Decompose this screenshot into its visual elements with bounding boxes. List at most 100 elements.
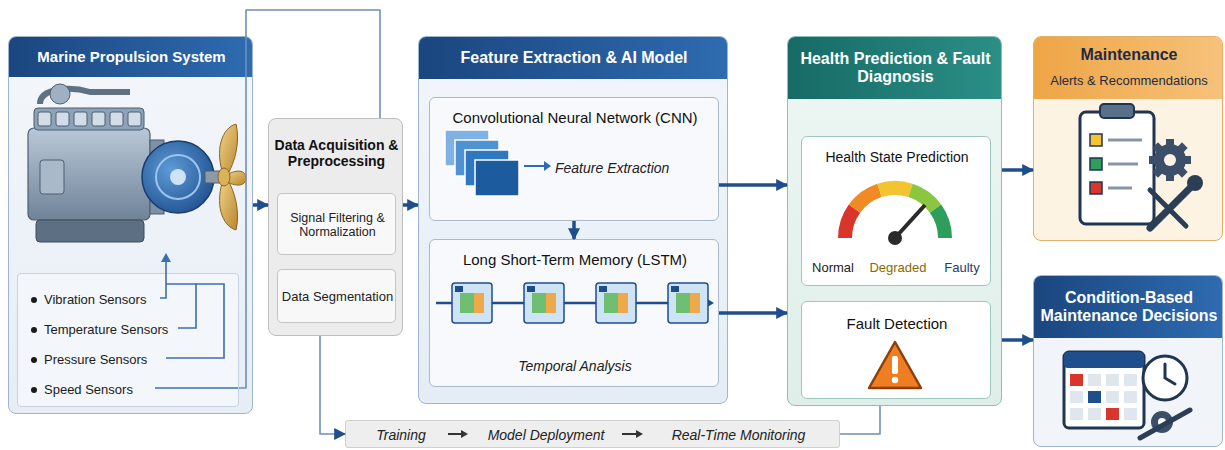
icon-rect <box>40 160 64 194</box>
icon-rect <box>524 283 564 323</box>
pipeline-arrows <box>448 430 643 438</box>
node-text: Long Short-Term Memory (LSTM) <box>430 248 720 272</box>
flow-arrow <box>403 203 418 207</box>
icon-rect <box>1080 112 1154 224</box>
icon-rect <box>1106 374 1119 386</box>
icon-circle <box>888 231 902 245</box>
icon-circle <box>50 84 70 104</box>
node-text: Data Acquisition & Preprocessing <box>273 127 400 179</box>
node-text: Degraded <box>862 257 934 279</box>
icon-path <box>855 190 880 208</box>
icon-line <box>524 165 544 167</box>
node-text: Convolutional Neural Network (CNN) <box>430 106 720 130</box>
icon-rect <box>1070 374 1083 386</box>
node-text: Speed Sensors <box>44 378 194 402</box>
health-gauge <box>845 188 945 245</box>
icon-path <box>161 253 171 262</box>
icon-polyline <box>160 258 166 298</box>
icon-rect <box>596 283 636 323</box>
icon-rect <box>92 112 105 126</box>
icon-rect <box>1166 139 1174 147</box>
icon-g <box>1149 139 1191 181</box>
icon-path <box>1150 190 1186 226</box>
icon-path <box>1165 364 1175 384</box>
node-text: Health State Prediction <box>802 145 992 169</box>
icon-rect <box>128 112 141 126</box>
icon-rect <box>892 356 898 374</box>
icon-circle <box>1187 175 1203 191</box>
icon-line <box>448 433 462 435</box>
icon-path <box>1150 186 1192 228</box>
bullet-dot <box>31 357 37 363</box>
icon-rect <box>599 286 607 292</box>
icon-circle <box>1164 154 1176 166</box>
node-text: Alerts & Recommendations <box>1034 68 1224 94</box>
bullet-dot <box>31 297 37 303</box>
icon-rect <box>460 293 474 313</box>
icon-rect <box>1090 158 1102 170</box>
icon-path <box>544 161 551 171</box>
icon-rect <box>676 293 690 313</box>
icon-rect <box>1090 134 1102 146</box>
process-box: Data Segmentation <box>277 269 396 323</box>
icon-rect <box>1106 391 1119 403</box>
node-text: Health Prediction & Fault Diagnosis <box>788 37 1003 99</box>
icon-rect <box>1124 391 1137 403</box>
icon-rect <box>1152 166 1163 177</box>
icon-rect <box>1088 374 1101 386</box>
icon-circle <box>1143 356 1187 400</box>
node-text: Data Segmentation <box>281 273 394 321</box>
icon-rect <box>1106 408 1119 420</box>
icon-rect <box>28 128 150 220</box>
flow-arrow <box>1002 168 1033 172</box>
sensor-list: Vibration SensorsTemperature SensorsPres… <box>17 273 239 407</box>
warning-icon <box>869 342 921 388</box>
node-text: Faulty <box>934 257 990 279</box>
icon-rect <box>604 293 618 313</box>
node-text: Condition-Based Maintenance Decisions <box>1034 276 1224 338</box>
model-panel: Feature Extraction & AI ModelConvolution… <box>418 36 728 404</box>
icon-ellipse <box>218 168 230 186</box>
icon-rect <box>671 286 679 292</box>
icon-rect <box>1124 408 1137 420</box>
icon-rect <box>1064 352 1144 368</box>
icon-rect <box>56 112 69 126</box>
icon-rect <box>1100 104 1134 118</box>
icon-g <box>452 283 708 323</box>
icon-rect <box>474 293 484 313</box>
engine-illustration <box>28 84 246 242</box>
node-text: Feature Extraction <box>555 156 715 180</box>
calendar-icon <box>1064 352 1190 438</box>
icon-rect <box>38 112 51 126</box>
icon-rect <box>1070 391 1083 403</box>
node-text: Temporal Analysis <box>430 354 720 378</box>
icon-rect <box>1064 352 1144 428</box>
icon-rect <box>110 112 123 126</box>
icon-line <box>1108 139 1142 142</box>
flow-arrow <box>239 10 380 388</box>
icon-circle <box>142 141 214 213</box>
icon-rect <box>527 286 535 292</box>
icon-rect <box>74 112 87 126</box>
icon-path <box>869 342 921 388</box>
icon-circle <box>156 155 200 199</box>
node-text: Vibration Sensors <box>44 288 194 312</box>
flow-arrow <box>320 336 345 434</box>
flow-arrow <box>719 183 787 187</box>
icon-rect <box>690 293 700 313</box>
clipboard-icon <box>1080 104 1203 228</box>
flow-arrow <box>253 203 268 207</box>
icon-rect <box>1090 182 1102 194</box>
flow-arrow <box>572 221 576 239</box>
icon-rect <box>618 293 628 313</box>
icon-polyline <box>155 387 238 389</box>
node-text: Training <box>356 421 446 449</box>
icon-rect <box>1088 391 1101 403</box>
bullet-dot <box>31 387 37 393</box>
icon-line <box>1108 187 1132 190</box>
icon-path <box>1140 410 1190 438</box>
node-text: Fault Detection <box>802 312 992 336</box>
pipeline-bar: TrainingModel DeploymentReal-Time Monito… <box>345 420 840 448</box>
